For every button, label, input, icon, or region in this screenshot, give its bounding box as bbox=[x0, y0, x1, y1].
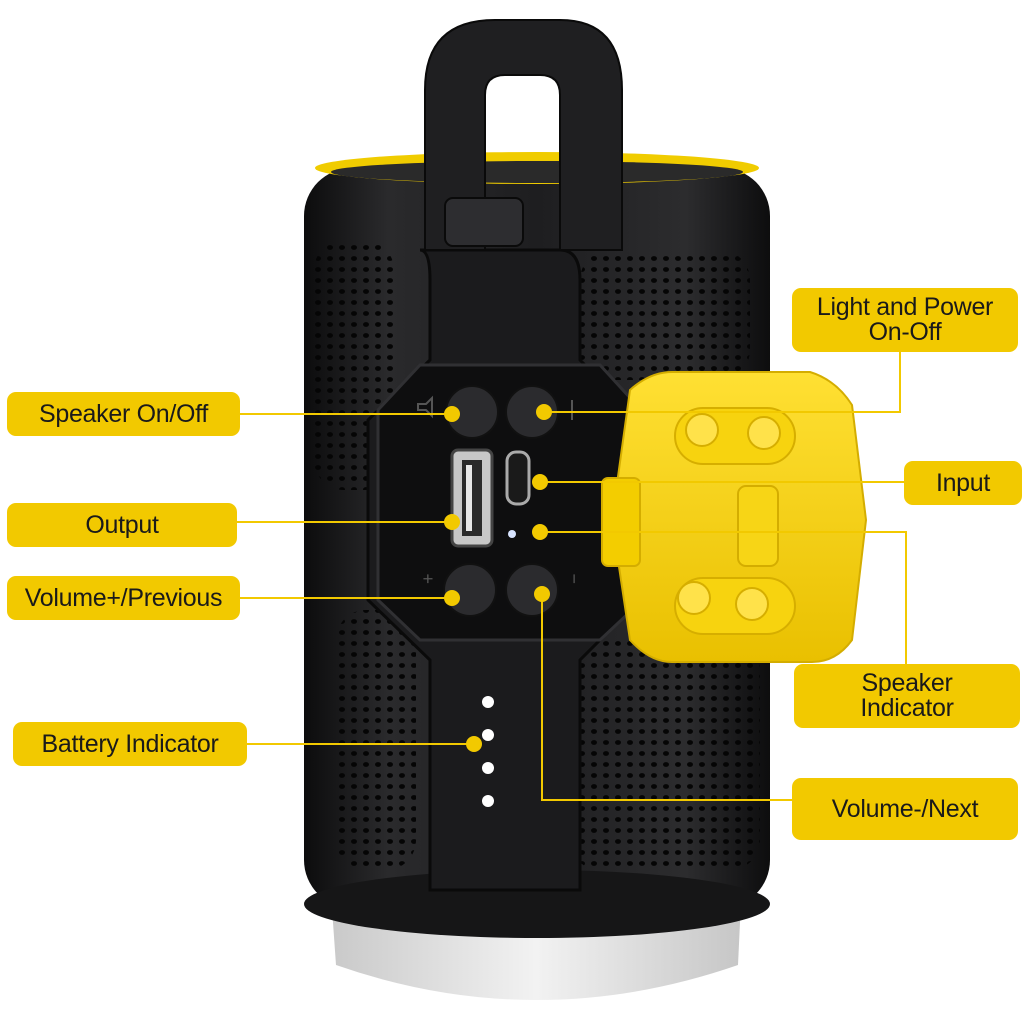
speaker-indicator-led bbox=[508, 530, 516, 538]
label-battery-indicator: Battery Indicator bbox=[13, 722, 247, 766]
speaker-icon bbox=[417, 395, 433, 419]
minus-marking: − bbox=[564, 573, 584, 584]
battery-led bbox=[482, 729, 494, 741]
callout-dot bbox=[444, 514, 460, 530]
grille-left-lower bbox=[336, 610, 416, 870]
label-speaker-on-off: Speaker On/Off bbox=[7, 392, 240, 436]
label-speaker-indicator-line-2: Indicator bbox=[860, 694, 954, 722]
leader-line-light-power bbox=[544, 352, 901, 413]
callout-dot bbox=[444, 590, 460, 606]
leader-dots bbox=[444, 404, 552, 752]
callout-dot bbox=[536, 404, 552, 420]
label-speaker-on-off-text: Speaker On/Off bbox=[38, 399, 209, 428]
leader-lines bbox=[237, 352, 907, 801]
label-battery-indicator-text: Battery Indicator bbox=[41, 729, 219, 758]
grille-right-upper bbox=[580, 250, 750, 380]
label-speaker-indicator-line-1: Speaker bbox=[861, 669, 953, 697]
control-panel-inset bbox=[376, 363, 634, 642]
leader-line-speaker-indicator bbox=[540, 531, 907, 664]
body-bottom-edge bbox=[304, 870, 770, 938]
carry-handle bbox=[424, 19, 623, 251]
micro-usb-input-port[interactable] bbox=[505, 450, 531, 506]
battery-led bbox=[482, 696, 494, 708]
label-light-power-line-1: Light and Power bbox=[816, 293, 994, 321]
callout-dot bbox=[532, 474, 548, 490]
label-light-power-line-2: On-Off bbox=[868, 318, 942, 346]
label-input: Input bbox=[904, 461, 1022, 505]
plus-marking: + bbox=[418, 573, 438, 584]
callout-dot bbox=[532, 524, 548, 540]
grille-right-lower bbox=[570, 640, 760, 870]
label-input-text: Input bbox=[935, 468, 991, 497]
battery-led bbox=[482, 762, 494, 774]
callout-dot bbox=[534, 586, 550, 602]
label-volume-next-text: Volume-/Next bbox=[831, 794, 979, 823]
handle-buckle bbox=[444, 197, 524, 247]
volume-up-previous-button[interactable] bbox=[443, 563, 497, 617]
label-output-text: Output bbox=[85, 510, 159, 539]
battery-led bbox=[482, 795, 494, 807]
label-volume-previous: Volume+/Previous bbox=[7, 576, 240, 620]
leader-line-volume-next bbox=[541, 594, 792, 801]
label-volume-previous-text: Volume+/Previous bbox=[24, 583, 223, 612]
label-speaker-indicator: Speaker Indicator bbox=[794, 664, 1020, 728]
label-light-power-on-off: Light and Power On-Off bbox=[792, 288, 1018, 352]
volume-down-next-button[interactable] bbox=[505, 563, 559, 617]
callout-dot bbox=[444, 406, 460, 422]
callout-dot bbox=[466, 736, 482, 752]
label-volume-next: Volume-/Next bbox=[792, 778, 1018, 840]
label-output: Output bbox=[7, 503, 237, 547]
